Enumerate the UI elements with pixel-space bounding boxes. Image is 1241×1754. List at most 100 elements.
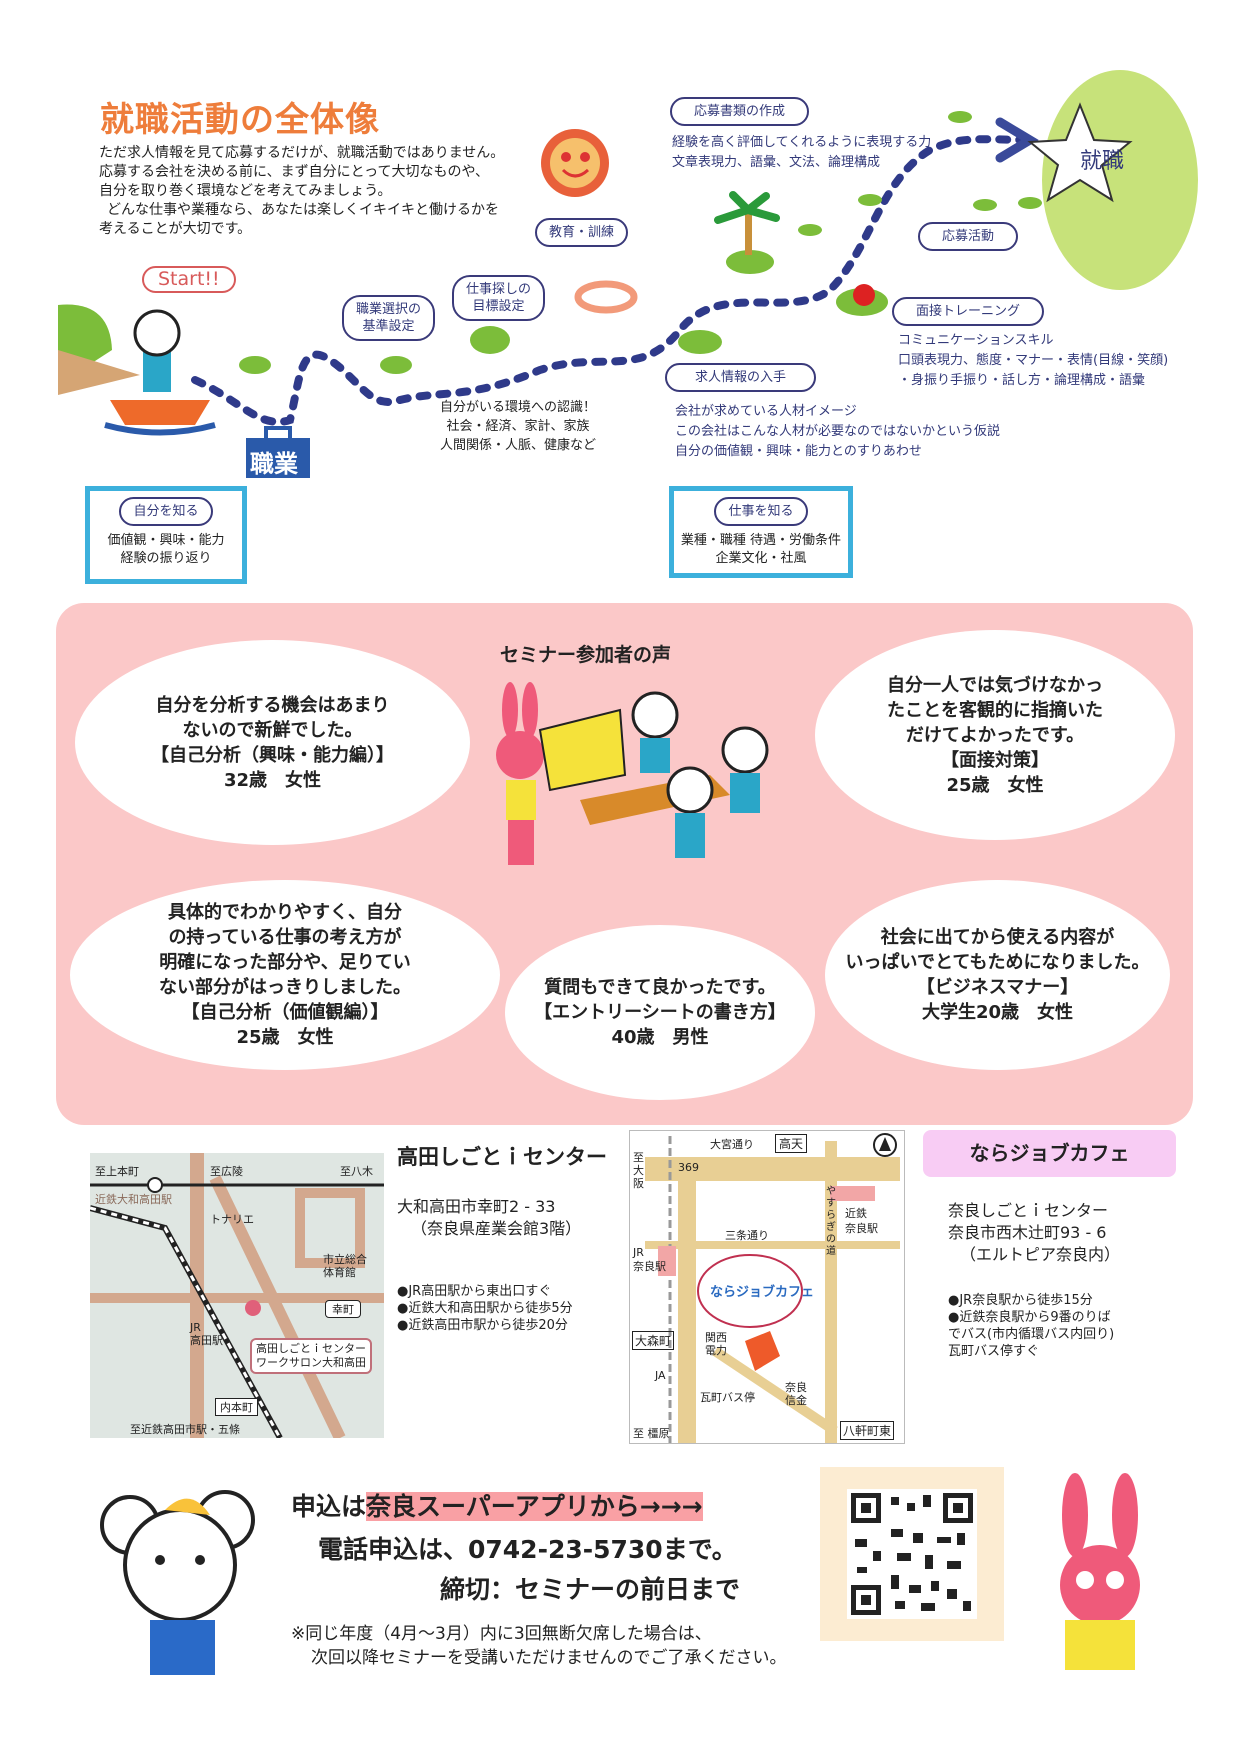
- note-line: 経験を高く評価してくれるように表現する力: [672, 135, 932, 150]
- bear-on-boat: [104, 309, 216, 436]
- map-label: 近鉄: [845, 1207, 867, 1220]
- takada-access: ●JR高田駅から東出口すぐ ●近鉄大和高田駅から徒歩5分 ●近鉄高田市駅から徒歩…: [397, 1283, 573, 1334]
- map-label: 大宮通り: [710, 1138, 754, 1151]
- takada-name: 高田しごとｉセンター: [397, 1145, 607, 1169]
- nara-access: ●JR奈良駅から徒歩15分 ●近鉄奈良駅から9番のりば でバス(市内循環バス内回…: [948, 1292, 1114, 1360]
- map-label: 内本町: [215, 1398, 258, 1416]
- map-label: JR: [190, 1321, 201, 1334]
- know-self-label: 自分を知る: [119, 497, 213, 526]
- map-label: 高田駅: [190, 1334, 223, 1347]
- qr-code-icon[interactable]: [847, 1489, 977, 1619]
- start-cliff: [58, 304, 140, 395]
- address-line: 大和高田市幸町2 - 33: [397, 1197, 556, 1216]
- map-label: 高田しごとｉセンター: [256, 1342, 366, 1355]
- map-label: 至広陵: [210, 1165, 243, 1178]
- map-label: 至大阪: [633, 1151, 644, 1190]
- access-line: ●近鉄高田市駅から徒歩20分: [397, 1318, 568, 1333]
- takada-address: 大和高田市幸町2 - 33 （奈良県産業会館3階）: [397, 1196, 581, 1240]
- voice-line: ない部分がはっきりしました。: [159, 977, 411, 998]
- voice-line: 【エントリーシートの書き方】: [534, 1002, 786, 1023]
- step-education: 教育・訓練: [535, 218, 629, 247]
- intro-line: どんな仕事や業種なら、あなたは楽しくイキイキと働けるかを: [107, 202, 499, 218]
- page-title: 就職活動の全体像: [100, 100, 380, 140]
- map-label: 至近鉄高田市駅・五條: [130, 1423, 240, 1436]
- bear-mascot-icon: [100, 1490, 255, 1675]
- access-line: ●JR高田駅から東出口すぐ: [397, 1284, 552, 1299]
- voice-bubble: 質問もできて良かったです。【エントリーシートの書き方】40歳 男性: [505, 925, 815, 1100]
- goal-label: 就職: [1080, 149, 1125, 174]
- voice-line: 【自己分析（価値観編）】: [181, 1002, 389, 1023]
- note-documents: 経験を高く評価してくれるように表現する力 文章表現力、語彙、文法、論理構成: [672, 133, 931, 173]
- note-line: この会社はこんな人材が必要なのではないかという仮説: [675, 424, 1001, 439]
- note-job-info: 会社が求めている人材イメージ この会社はこんな人材が必要なのではないかという仮説…: [675, 402, 1000, 462]
- step-line: 職業選択の: [356, 302, 422, 317]
- map-label: トナリエ: [210, 1213, 254, 1226]
- note-line: 自分がいる環境への認識！: [440, 400, 597, 415]
- map-label: 電力: [705, 1344, 727, 1357]
- voice-line: 社会に出てから使える内容が: [880, 927, 1115, 948]
- map-label: 大森町: [632, 1331, 675, 1350]
- briefcase-icon: [246, 426, 310, 478]
- rabbit-mascot-icon: [1060, 1473, 1140, 1670]
- map-label: 奈良: [785, 1381, 807, 1394]
- voice-line: 自分一人では気づけなかっ: [887, 674, 1103, 696]
- voice-line: だけてよかったです。: [905, 724, 1085, 746]
- note-interview: コミュニケーションスキル 口頭表現力、態度・マナー・表情(目線・笑顔) ・身振り…: [898, 331, 1168, 391]
- voice-line: 【ビジネスマナー】: [916, 977, 1079, 998]
- map-label: ワークサロン大和高田: [256, 1356, 366, 1369]
- map-label: やすらぎの道: [826, 1186, 836, 1257]
- intro-text: ただ求人情報を見て応募するだけが、就職活動ではありません。 応募する会社を決める…: [99, 144, 504, 239]
- voice-line: 40歳 男性: [611, 1027, 709, 1048]
- know-job-label: 仕事を知る: [714, 497, 808, 526]
- step-job-info: 求人情報の入手: [665, 363, 817, 392]
- map-label: 市立総合体育館: [323, 1253, 367, 1279]
- map-label: 幸町: [325, 1300, 361, 1318]
- voices-title: セミナー参加者の声: [500, 644, 672, 666]
- roadmap-illustration: [58, 70, 1198, 478]
- map-label: 至八木: [340, 1165, 373, 1178]
- warning-line: ※同じ年度（4月～3月）内に3回無断欠席した場合は、: [291, 1624, 712, 1644]
- nara-address: 奈良しごとｉセンター 奈良市西木辻町93 - 6 （エルトピア奈良内）: [948, 1200, 1120, 1266]
- address-line: 奈良しごとｉセンター: [948, 1201, 1109, 1220]
- step-line: 基準設定: [362, 319, 415, 334]
- voice-line: 32歳 女性: [223, 769, 322, 791]
- note-line: 人間関係・人脈、健康など: [440, 438, 597, 453]
- voice-line: 自分を分析する機会はあまり: [155, 694, 390, 716]
- note-line: コミュニケーションスキル: [898, 333, 1054, 348]
- apple-icon: [853, 284, 875, 306]
- know-job-line: 企業文化・社風: [715, 551, 807, 566]
- step-interview: 面接トレーニング: [892, 297, 1045, 326]
- apply-app-link[interactable]: 奈良スーパーアプリから→→→: [366, 1492, 703, 1521]
- warning-text: ※同じ年度（4月～3月）内に3回無断欠席した場合は、 次回以降セミナーを受講いた…: [291, 1622, 787, 1670]
- nara-name: ならジョブカフェ: [923, 1130, 1176, 1177]
- address-line: 奈良市西木辻町93 - 6: [948, 1223, 1107, 1242]
- map-label: 体育館: [323, 1266, 356, 1279]
- map-label: 市立総合: [323, 1253, 367, 1266]
- intro-line: 自分を取り巻く環境などを考えてみましょう。: [99, 183, 392, 199]
- apply-text: 申込は奈良スーパーアプリから→→→: [291, 1487, 703, 1523]
- voice-line: いっぱいでとてもためになりました。: [845, 952, 1150, 973]
- sun-icon: [541, 129, 609, 197]
- know-self-line: 価値観・興味・能力: [107, 533, 225, 548]
- map-label: 関西電力: [705, 1331, 727, 1357]
- voice-line: 25歳 女性: [236, 1027, 334, 1048]
- know-self-box: 自分を知る 価値観・興味・能力 経験の振り返り: [85, 486, 247, 584]
- rabbit-teacher-icon: [496, 682, 544, 865]
- step-criteria: 職業選択の基準設定: [342, 295, 436, 341]
- palm-tree-icon: [714, 191, 780, 255]
- map-label: 近鉄大和高田駅: [95, 1193, 172, 1206]
- know-job-line: 業種・職種 待遇・労働条件: [680, 533, 842, 548]
- voice-bubble: 社会に出てから使える内容がいっぱいでとてもためになりました。【ビジネスマナー】大…: [825, 880, 1170, 1070]
- student-bears: [631, 691, 769, 858]
- access-line: でバス(市内循環バス内回り): [948, 1327, 1115, 1342]
- note-line: 自分の価値観・興味・能力とのすりあわせ: [675, 444, 922, 459]
- know-job-box: 仕事を知る 業種・職種 待遇・労働条件 企業文化・社風: [669, 486, 853, 578]
- map-label: 信金: [785, 1394, 807, 1407]
- path-dots: [191, 135, 1034, 426]
- start-label: Start!!: [142, 266, 236, 293]
- map-label: JA: [655, 1369, 666, 1382]
- step-application: 応募活動: [918, 222, 1019, 251]
